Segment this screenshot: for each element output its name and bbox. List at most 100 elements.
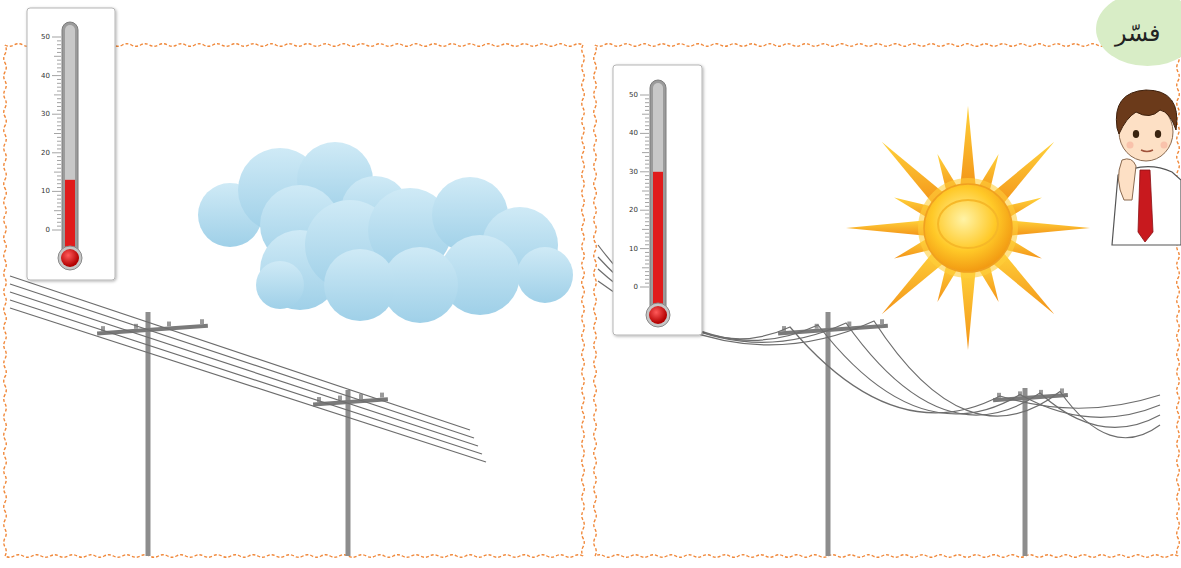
cheek xyxy=(1161,142,1168,149)
power-line xyxy=(10,292,478,446)
scale-tick xyxy=(57,141,61,142)
scale-tick xyxy=(57,98,61,99)
scale-tick xyxy=(642,267,649,268)
scale-tick xyxy=(645,167,649,168)
thermometer-tube xyxy=(62,22,78,258)
scale-tick xyxy=(57,156,61,157)
scale-tick xyxy=(57,202,61,203)
scale-tick xyxy=(645,240,649,241)
scale-tick xyxy=(57,206,61,207)
tube-glass xyxy=(653,83,663,315)
sun-ray xyxy=(960,267,976,350)
scale-tick xyxy=(645,179,649,180)
boy-character xyxy=(1112,90,1181,245)
scale-tick xyxy=(640,133,649,134)
scale-number: 0 xyxy=(612,283,638,291)
scale-tick xyxy=(57,222,61,223)
thermometer-card xyxy=(613,65,702,335)
eye xyxy=(1155,130,1161,138)
thermometer-tube xyxy=(650,80,666,315)
tube-glass xyxy=(65,25,75,258)
scale-tick xyxy=(57,48,61,49)
scale-tick xyxy=(645,237,649,238)
scale-tick xyxy=(645,137,649,138)
scale-tick xyxy=(52,152,61,153)
scale-number: 20 xyxy=(612,206,638,214)
scale-tick xyxy=(645,271,649,272)
scale-tick xyxy=(57,83,61,84)
scale-number: 20 xyxy=(24,149,50,157)
scale-tick xyxy=(57,226,61,227)
cloud-puff xyxy=(517,247,573,303)
scale-tick xyxy=(640,210,649,211)
scale-tick xyxy=(57,137,61,138)
utility-pole xyxy=(313,390,388,556)
scale-tick xyxy=(57,199,61,200)
scale-tick xyxy=(57,125,61,126)
scale-number: 0 xyxy=(24,226,50,234)
insulator xyxy=(200,319,204,324)
scale-tick xyxy=(57,91,61,92)
scale-tick xyxy=(57,60,61,61)
power-line xyxy=(10,284,474,438)
scale-number: 50 xyxy=(24,33,50,41)
scale-tick xyxy=(642,229,649,230)
scale-tick xyxy=(645,198,649,199)
taut-wires xyxy=(10,276,486,462)
scale-tick xyxy=(645,279,649,280)
scale-tick xyxy=(642,114,649,115)
scale-tick xyxy=(645,164,649,165)
scale-tick xyxy=(57,218,61,219)
insulator xyxy=(380,393,384,398)
scale-tick xyxy=(642,191,649,192)
scale-tick xyxy=(54,56,61,57)
scale-number: 50 xyxy=(612,91,638,99)
scale-tick xyxy=(645,225,649,226)
scale-tick xyxy=(645,256,649,257)
scale-tick xyxy=(645,217,649,218)
scale-tick xyxy=(645,156,649,157)
scale-tick xyxy=(645,125,649,126)
cheek xyxy=(1127,142,1134,149)
scale-tick xyxy=(645,194,649,195)
scale-tick xyxy=(645,160,649,161)
insulator xyxy=(359,394,363,399)
scale-tick xyxy=(52,37,61,38)
scale-tick xyxy=(645,252,649,253)
scale-number: 30 xyxy=(612,168,638,176)
scale-tick xyxy=(57,118,61,119)
thermometer xyxy=(613,65,702,335)
scale-tick xyxy=(645,183,649,184)
scale-number: 40 xyxy=(24,72,50,80)
scale-tick xyxy=(645,260,649,261)
cloud-puff xyxy=(324,249,396,321)
pole-post xyxy=(1023,388,1028,556)
scale-tick xyxy=(57,64,61,65)
sun-ray xyxy=(846,220,929,236)
sun xyxy=(846,106,1090,350)
scale-number: 40 xyxy=(612,129,638,137)
scale-tick xyxy=(57,160,61,161)
sun-glow xyxy=(918,178,1018,278)
scale-tick xyxy=(645,129,649,130)
bulb-rim xyxy=(58,246,82,270)
power-line xyxy=(10,300,482,454)
sun-ring xyxy=(938,200,998,248)
scale-tick xyxy=(57,110,61,111)
sun-ray xyxy=(960,106,976,189)
eye xyxy=(1133,130,1139,138)
scale-tick xyxy=(57,71,61,72)
scale-tick xyxy=(57,67,61,68)
scale-tick xyxy=(645,202,649,203)
pole-post xyxy=(146,312,151,556)
scale-tick xyxy=(645,244,649,245)
scale-tick xyxy=(57,187,61,188)
scale-tick xyxy=(57,129,61,130)
scale-tick xyxy=(57,40,61,41)
tie xyxy=(1138,170,1153,242)
scale-tick xyxy=(52,230,61,231)
scale-tick xyxy=(57,168,61,169)
speech-bubble: فسّر xyxy=(1094,0,1181,66)
thermometer-bulb xyxy=(649,306,667,324)
utility-pole xyxy=(993,388,1068,556)
